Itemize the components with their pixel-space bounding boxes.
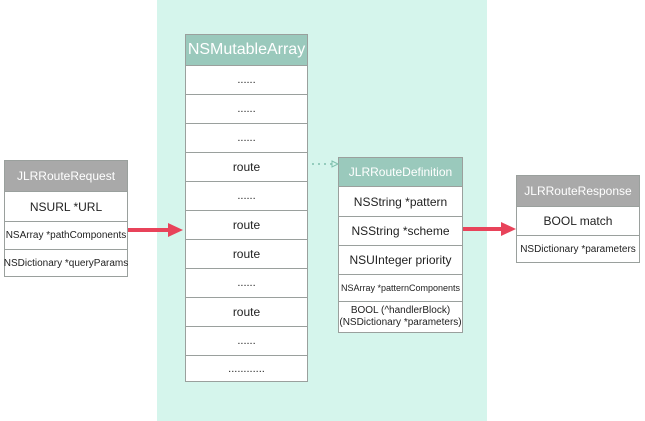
request-field-query-params: NSDictionary *queryParams: [4, 249, 128, 276]
definition-field-handler-block: BOOL (^handlerBlock) (NSDictionary *para…: [339, 301, 462, 332]
route-definition-box: JLRRouteDefinition NSString *pattern NSS…: [338, 157, 463, 333]
array-row: ......: [186, 181, 307, 210]
handler-block-line-2: (NSDictionary *parameters): [339, 317, 462, 328]
route-request-title: JLRRouteRequest: [5, 161, 127, 191]
arrow-request-to-array: [128, 223, 183, 237]
response-field-match: BOOL match: [517, 206, 639, 235]
route-definition-title: JLRRouteDefinition: [339, 158, 462, 186]
request-field-path-components: NSArray *pathComponents: [5, 221, 127, 249]
array-row: ............: [186, 355, 307, 382]
array-row-route: route: [186, 297, 307, 326]
route-response-title: JLRRouteResponse: [517, 176, 639, 206]
mutable-array-box: NSMutableArray ...... ...... ...... rout…: [185, 34, 308, 382]
handler-block-line-1: BOOL (^handlerBlock): [350, 305, 451, 316]
array-row: ......: [186, 65, 307, 94]
array-row: ......: [186, 268, 307, 297]
array-row-route: route: [186, 210, 307, 239]
array-row: ......: [186, 94, 307, 123]
arrow-definition-to-response: [463, 222, 516, 236]
request-field-url: NSURL *URL: [5, 191, 127, 221]
mutable-array-title: NSMutableArray: [186, 35, 307, 65]
definition-field-pattern: NSString *pattern: [339, 186, 462, 216]
array-row: ......: [186, 326, 307, 355]
array-row-route: route: [186, 152, 307, 181]
route-response-box: JLRRouteResponse BOOL match NSDictionary…: [516, 175, 640, 263]
dotted-connector-route-to-definition: [312, 160, 340, 168]
definition-field-priority: NSUInteger priority: [339, 245, 462, 274]
route-request-box: JLRRouteRequest NSURL *URL NSArray *path…: [4, 160, 128, 277]
array-row: ......: [186, 123, 307, 152]
response-field-parameters: NSDictionary *parameters: [517, 235, 639, 262]
definition-field-pattern-components: NSArray *patternComponents: [339, 274, 462, 301]
array-row-route: route: [186, 239, 307, 268]
definition-field-scheme: NSString *scheme: [339, 216, 462, 245]
